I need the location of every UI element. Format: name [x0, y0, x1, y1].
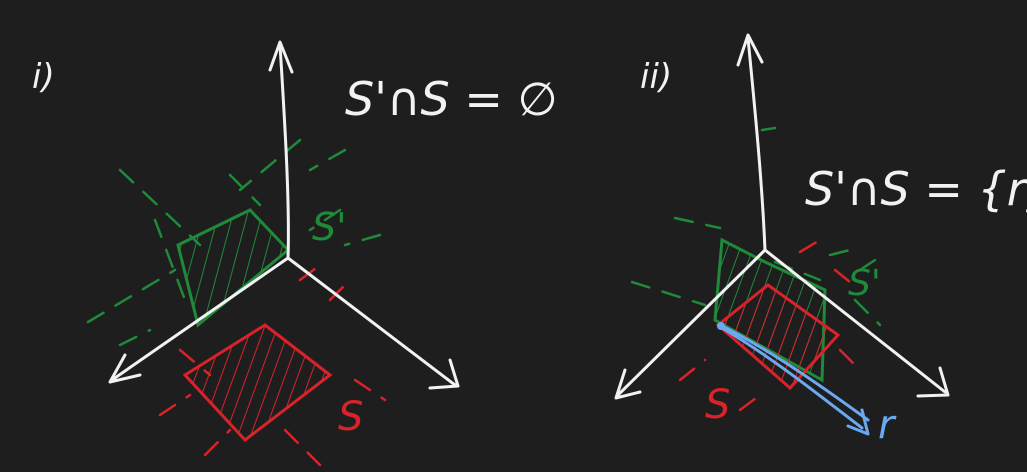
panel-1-equation: S'∩S = ∅ [345, 72, 558, 126]
set-s-prime-label-1: S' [312, 205, 347, 249]
set-s-region-2 [715, 283, 841, 391]
panel-1: i) S'∩S = ∅ [32, 40, 558, 467]
set-s-region [182, 323, 333, 443]
panel-2-equation: S'∩S = {r} [805, 162, 1027, 216]
red-dashed-lines-2 [678, 238, 862, 412]
ray-label: r [878, 402, 897, 448]
green-dashed-lines [86, 138, 382, 347]
ray-r [718, 323, 870, 436]
set-s-label-1: S [338, 394, 363, 440]
set-s-prime-region [176, 208, 291, 328]
ray-origin-point [717, 322, 725, 330]
panel-2-label: ii) [640, 57, 672, 97]
panel-2: ii) S'∩S = {r} [614, 33, 1027, 448]
set-s-label-2: S [705, 382, 730, 428]
axes-1 [108, 40, 460, 390]
set-s-prime-label-2: S' [848, 263, 881, 304]
panel-1-label: i) [32, 57, 55, 97]
axes-2 [614, 33, 950, 400]
